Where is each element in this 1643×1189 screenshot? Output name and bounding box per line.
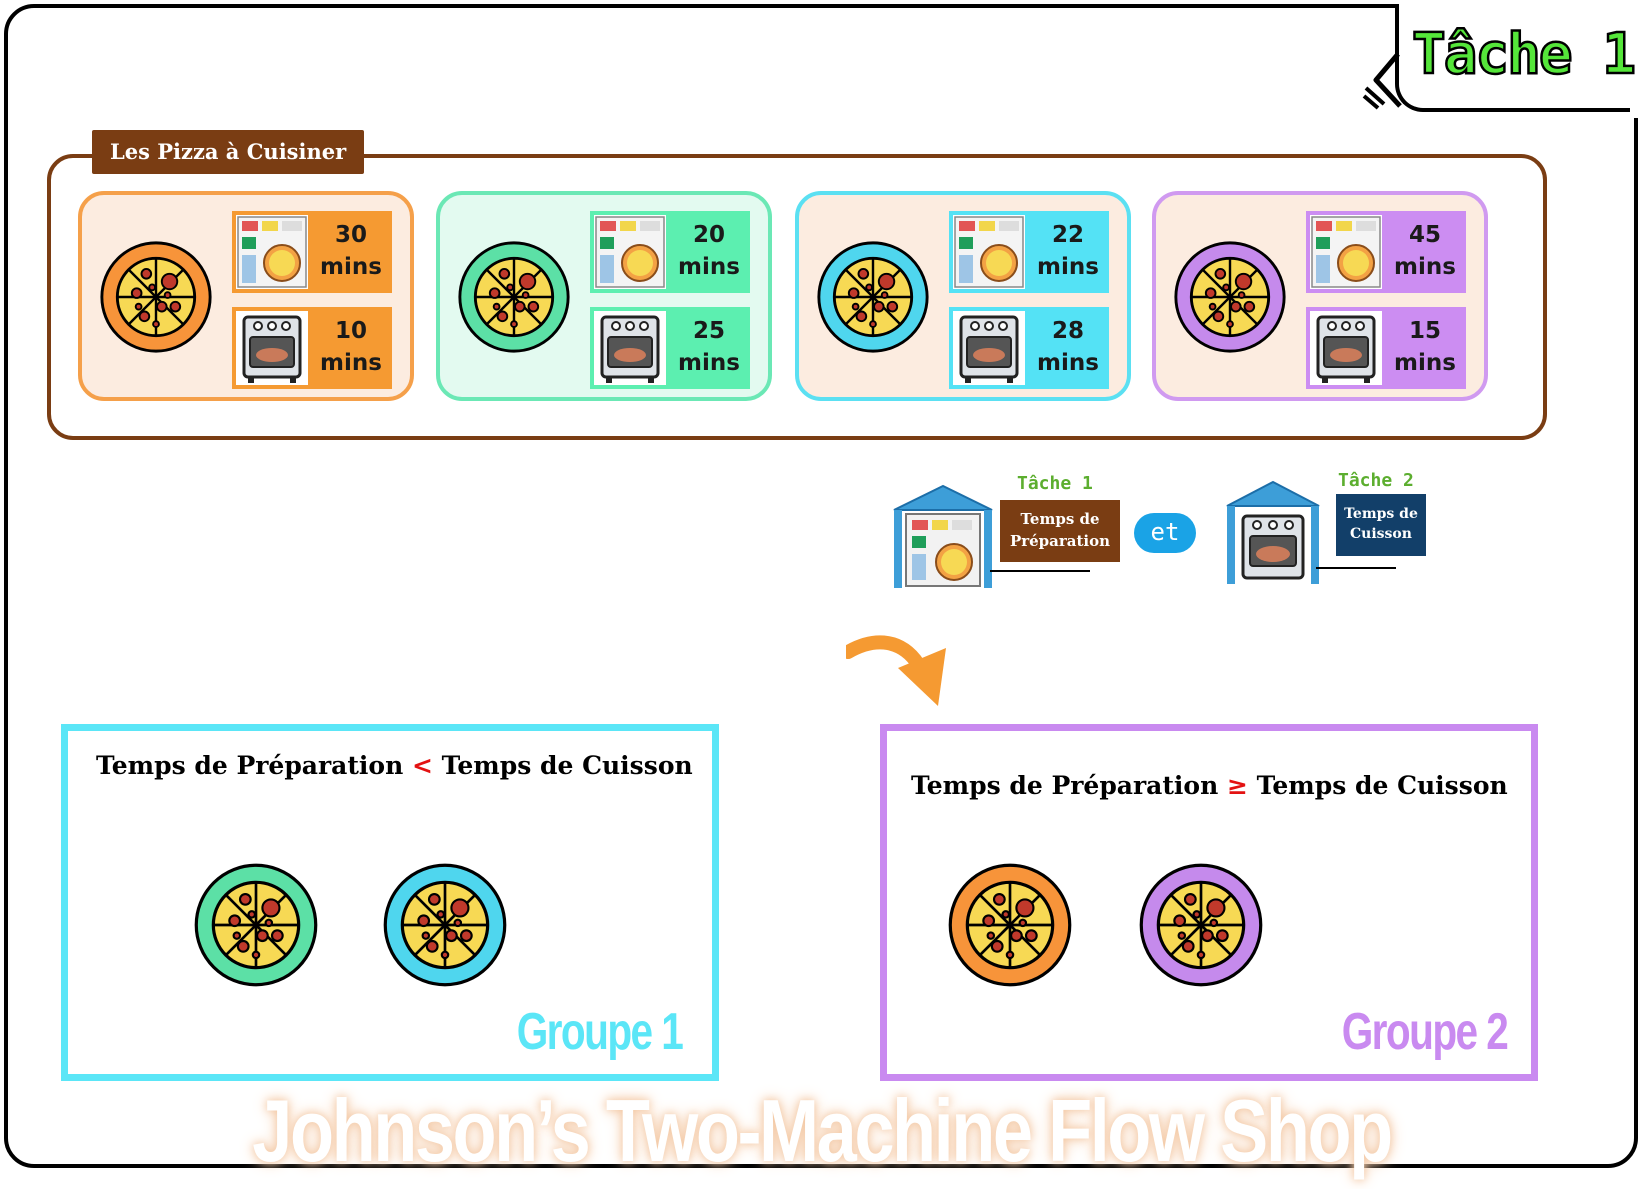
prep-station-icon	[893, 484, 993, 588]
pizzas-section	[47, 154, 1547, 440]
prep-time-tile: 45 mins	[1306, 211, 1466, 293]
prep-time-tile: 22 mins	[949, 211, 1109, 293]
oven-icon	[600, 315, 660, 383]
cook-time-unit: mins	[320, 350, 382, 376]
connector-badge: et	[1134, 513, 1196, 553]
prep-machine-label-box	[1000, 500, 1120, 562]
task-title: Tâche 1	[1411, 21, 1638, 89]
task-tab	[1395, 4, 1640, 112]
speed-lines-icon	[1362, 52, 1402, 110]
pizza-icon	[817, 241, 929, 353]
cook-time-value: 15	[1408, 318, 1441, 344]
oven-icon	[1316, 315, 1376, 383]
comparison-operator: ≥	[1226, 771, 1248, 800]
watermark: Johnson’s Two-Machine Flow Shop	[252, 1081, 1393, 1180]
pizza-icon	[458, 241, 570, 353]
cook-time-unit: mins	[1037, 350, 1099, 376]
prep-time-unit: mins	[1037, 254, 1099, 280]
prep-time-value: 20	[692, 222, 725, 248]
cook-machine-label: Temps de Cuisson	[1344, 506, 1418, 542]
group-rule: Temps de Préparation ≥ Temps de Cuisson	[911, 771, 1508, 800]
oven-station-icon	[1226, 480, 1320, 584]
pizza-card: 22 mins 28 mins	[795, 191, 1131, 401]
curved-arrow-icon	[846, 635, 946, 706]
cook-time-unit: mins	[678, 350, 740, 376]
cook-time-tile: 10 mins	[232, 307, 392, 389]
prep-time-tile: 30 mins	[232, 211, 392, 293]
prep-time-value: 45	[1408, 222, 1441, 248]
cook-time-tile: 28 mins	[949, 307, 1109, 389]
prep-time-unit: mins	[1394, 254, 1456, 280]
prep-time-value: 22	[1051, 222, 1084, 248]
pizzas-section-title: Les Pizza à Cuisiner	[92, 130, 365, 174]
pizza-icon	[1139, 863, 1263, 987]
pizza-icon	[948, 863, 1072, 987]
pizza-card: 20 mins 25 mins	[436, 191, 772, 401]
prep-station-icon	[595, 216, 665, 288]
prep-time-unit: mins	[678, 254, 740, 280]
cook-time-tile: 15 mins	[1306, 307, 1466, 389]
comparison-operator: <	[411, 751, 433, 780]
prep-time-tile: 20 mins	[590, 211, 750, 293]
prep-station-icon	[237, 216, 307, 288]
group-rule: Temps de Préparation < Temps de Cuisson	[96, 751, 693, 780]
oven-icon	[959, 315, 1019, 383]
cook-machine-label-box	[1336, 494, 1426, 556]
prep-station-icon	[1311, 216, 1381, 288]
cook-time-tile: 25 mins	[590, 307, 750, 389]
pizza-icon	[100, 241, 212, 353]
pizza-card: 30 mins 10 mins	[78, 191, 414, 401]
oven-icon	[242, 315, 302, 383]
cook-time-value: 10	[334, 318, 367, 344]
group-name: Groupe 1	[516, 1003, 683, 1061]
pizza-icon	[383, 863, 507, 987]
cook-time-unit: mins	[1394, 350, 1456, 376]
prep-time-value: 30	[334, 222, 367, 248]
prep-machine-label: Temps de Préparation	[1009, 510, 1111, 550]
pizza-card: 45 mins 15 mins	[1152, 191, 1488, 401]
prep-station-icon	[954, 216, 1024, 288]
pizza-icon	[1174, 241, 1286, 353]
legend-task1-label: Tâche 1	[1017, 473, 1093, 494]
cook-time-value: 28	[1051, 318, 1084, 344]
pizza-icon	[194, 863, 318, 987]
legend-task2-label: Tâche 2	[1338, 470, 1414, 491]
prep-time-unit: mins	[320, 254, 382, 280]
cook-time-value: 25	[692, 318, 725, 344]
group-name: Groupe 2	[1341, 1003, 1508, 1061]
